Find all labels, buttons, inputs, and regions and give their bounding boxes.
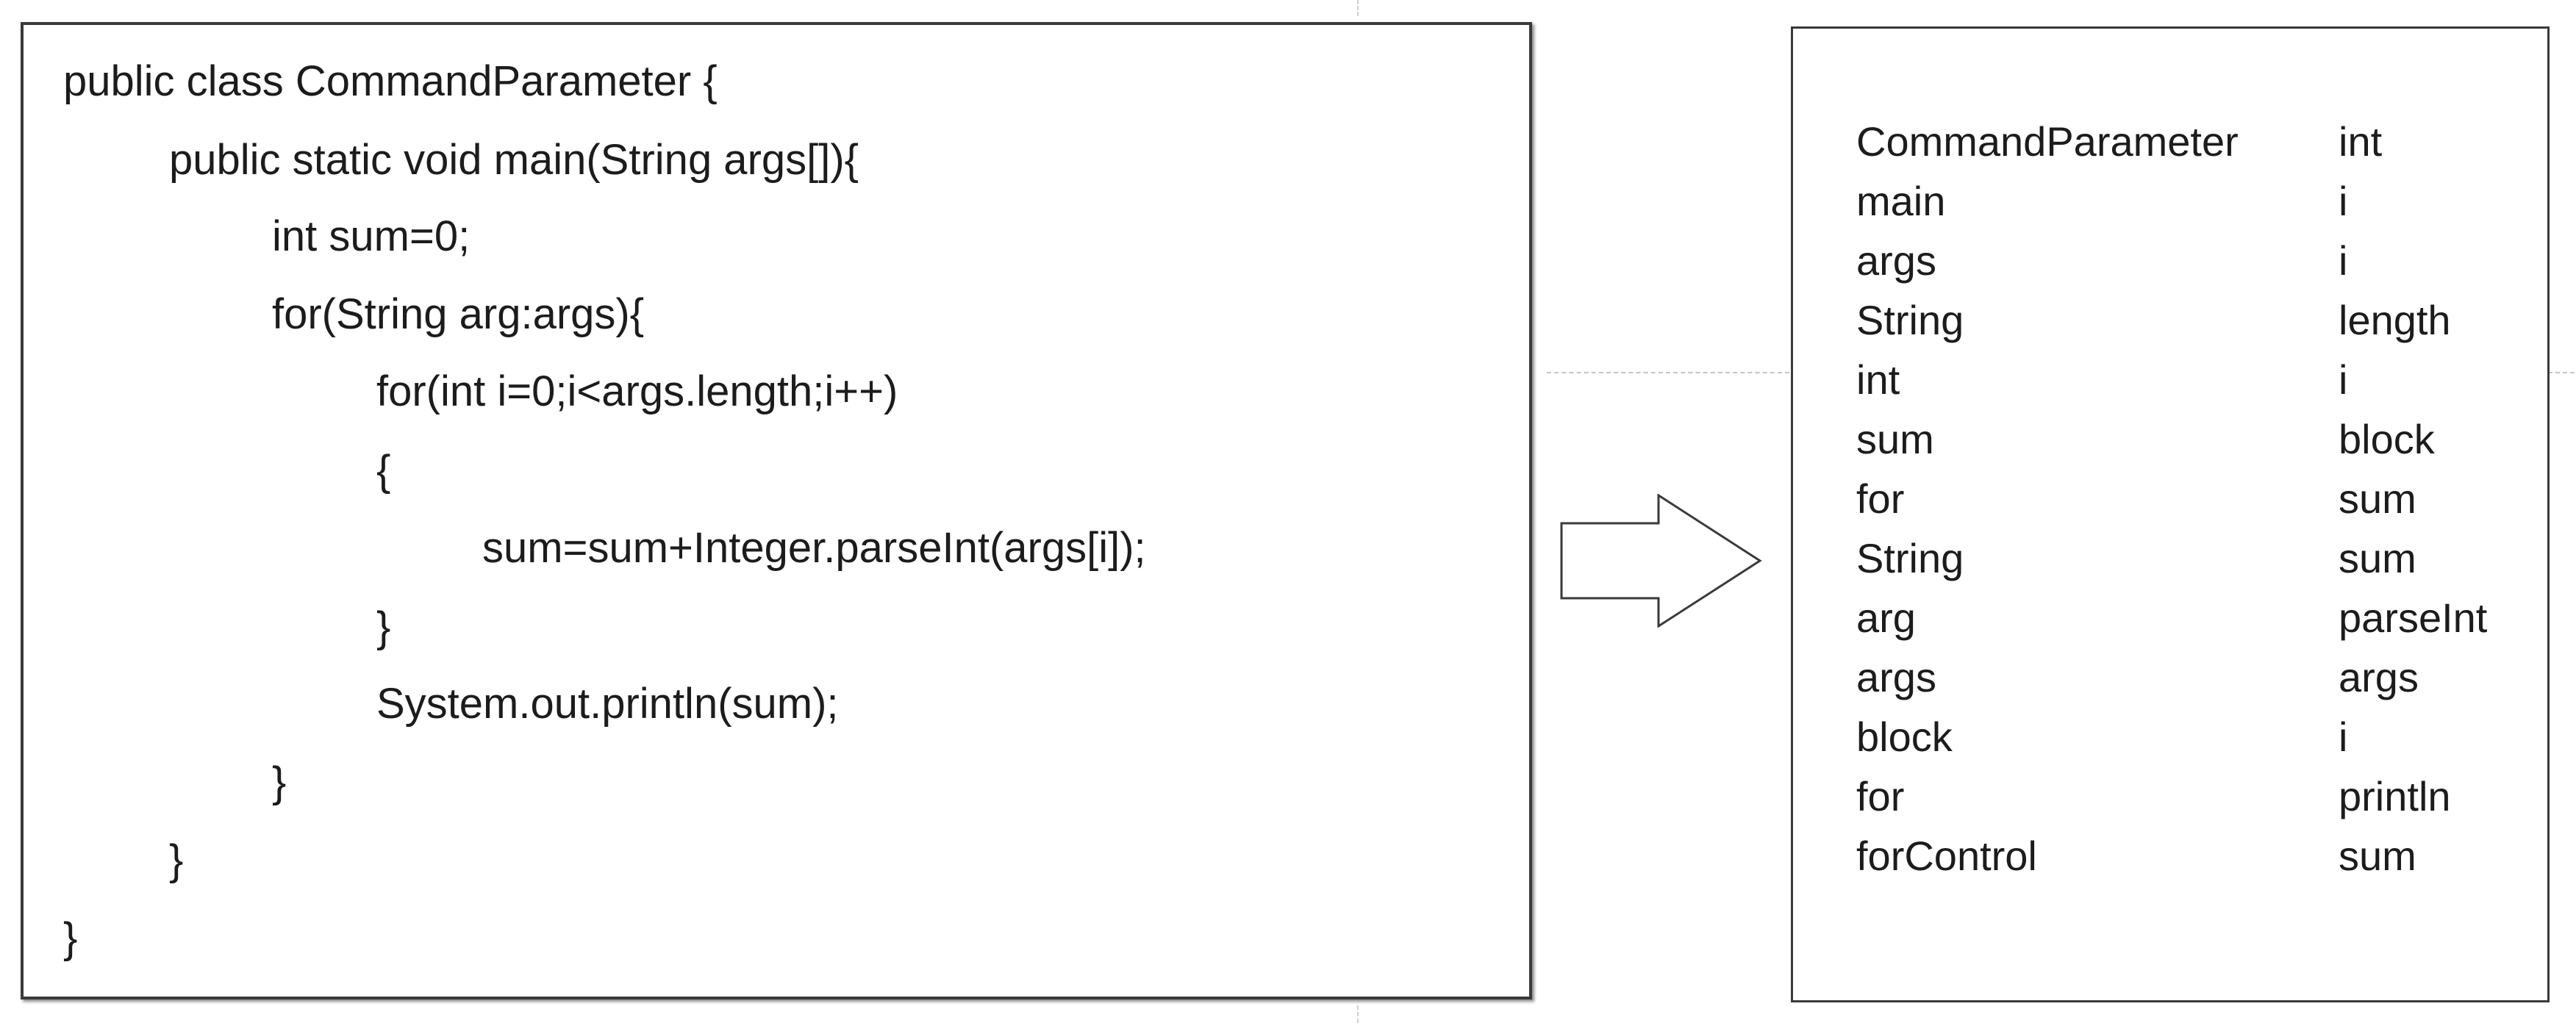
code-line: for(int i=0;i<args.length;i++) [376, 367, 898, 415]
code-line: } [169, 836, 184, 884]
guide-line-horizontal-left [1547, 372, 1789, 373]
code-line: public static void main(String args[]){ [169, 136, 859, 184]
code-line: } [63, 914, 78, 962]
guide-line-vertical-top [1357, 0, 1359, 16]
token-list-box: CommandParameter main args String int su… [1791, 26, 2550, 1002]
token-left: CommandParameter [1856, 118, 2239, 165]
code-line: sum=sum+Integer.parseInt(args[i]); [482, 524, 1146, 572]
token-right: sum [2339, 475, 2416, 522]
token-right: length [2339, 297, 2451, 343]
code-line: { [376, 447, 391, 495]
token-left: String [1856, 297, 1964, 343]
guide-line-vertical-bottom [1357, 1005, 1359, 1023]
token-left: forControl [1856, 833, 2037, 879]
token-right: block [2339, 416, 2435, 462]
code-line: System.out.println(sum); [376, 680, 839, 728]
token-right: i [2339, 237, 2348, 284]
token-right: i [2339, 356, 2348, 403]
code-line: public class CommandParameter { [63, 57, 718, 105]
token-right: sum [2339, 535, 2416, 581]
token-left: String [1856, 535, 1964, 581]
token-right: println [2339, 773, 2451, 819]
right-arrow-icon [1560, 494, 1762, 628]
token-left: int [1856, 356, 1900, 403]
token-right: args [2339, 654, 2419, 700]
token-left: args [1856, 237, 1936, 284]
guide-line-horizontal-right [2548, 372, 2575, 373]
code-line: } [272, 758, 287, 806]
token-left: block [1856, 714, 1953, 760]
code-line: int sum=0; [272, 212, 471, 260]
right-arrow-shape [1560, 494, 1762, 628]
token-right: i [2339, 714, 2348, 760]
token-left: for [1856, 475, 1905, 522]
token-left: arg [1856, 595, 1916, 641]
source-code-box: public class CommandParameter { public s… [21, 22, 1532, 999]
code-line: } [376, 603, 391, 651]
token-right: int [2339, 118, 2383, 165]
token-right: i [2339, 178, 2348, 224]
token-right: sum [2339, 833, 2416, 879]
token-right: parseInt [2339, 595, 2488, 641]
token-left: sum [1856, 416, 1934, 462]
code-line: for(String arg:args){ [272, 290, 645, 338]
token-left: for [1856, 773, 1905, 819]
token-left: main [1856, 178, 1946, 224]
token-left: args [1856, 654, 1936, 700]
